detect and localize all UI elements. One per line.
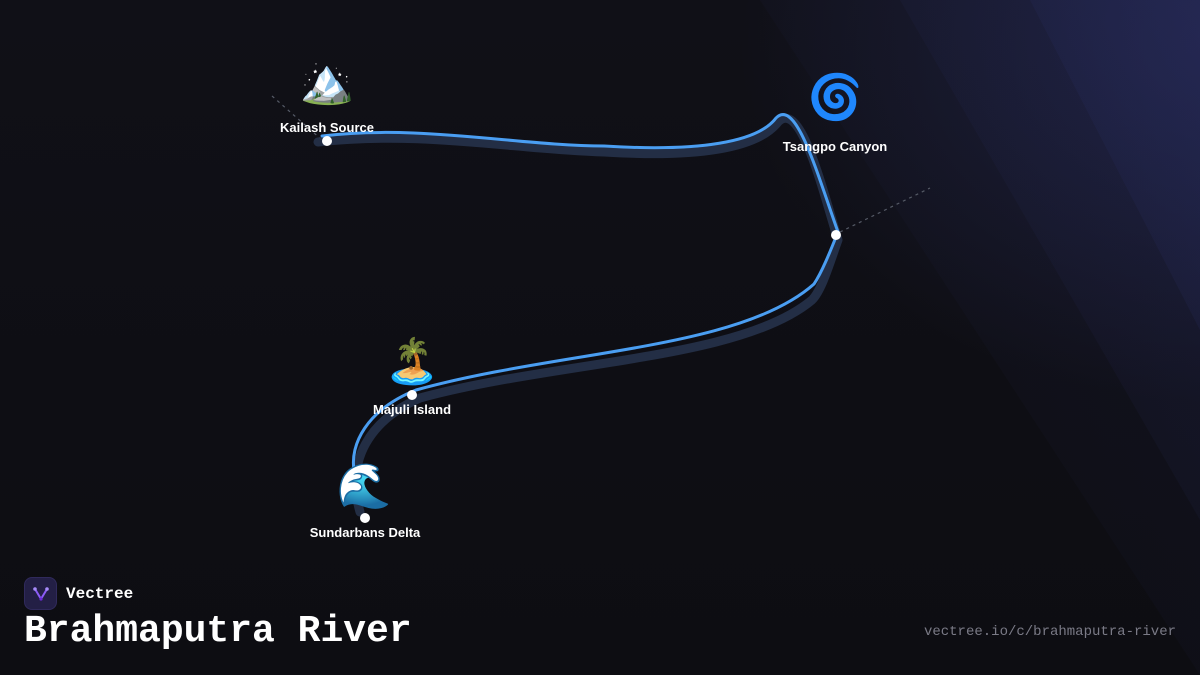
wave-icon: 🌊 bbox=[336, 461, 392, 512]
river-route-line bbox=[320, 113, 840, 472]
stop-dot-majuli[interactable] bbox=[407, 390, 417, 400]
page-url[interactable]: vectree.io/c/brahmaputra-river bbox=[923, 624, 1176, 640]
stop-label-majuli: Majuli Island bbox=[372, 402, 452, 417]
brand-name: Vectree bbox=[66, 584, 134, 603]
stop-label-sundarbans: Sundarbans Delta bbox=[309, 525, 421, 540]
stop-label-tsangpo: Tsangpo Canyon bbox=[782, 139, 888, 154]
stop-dot-sundarbans[interactable] bbox=[360, 513, 370, 523]
stop-label-kailash: Kailash Source bbox=[280, 120, 374, 135]
stop-dot-kailash[interactable] bbox=[322, 136, 332, 146]
bend-connector-line bbox=[839, 187, 931, 233]
stop-dot-tsangpo[interactable] bbox=[831, 230, 841, 240]
cyclone-icon: 🌀 bbox=[807, 72, 863, 123]
page-title: Brahmaputra River bbox=[24, 610, 412, 653]
mountain-icon: 🏔️ bbox=[299, 56, 355, 107]
brand[interactable]: Vectree bbox=[24, 577, 133, 610]
river-route-shadow bbox=[313, 113, 843, 517]
island-icon: 🏝️ bbox=[384, 336, 440, 387]
vectree-logo-icon bbox=[24, 577, 57, 610]
